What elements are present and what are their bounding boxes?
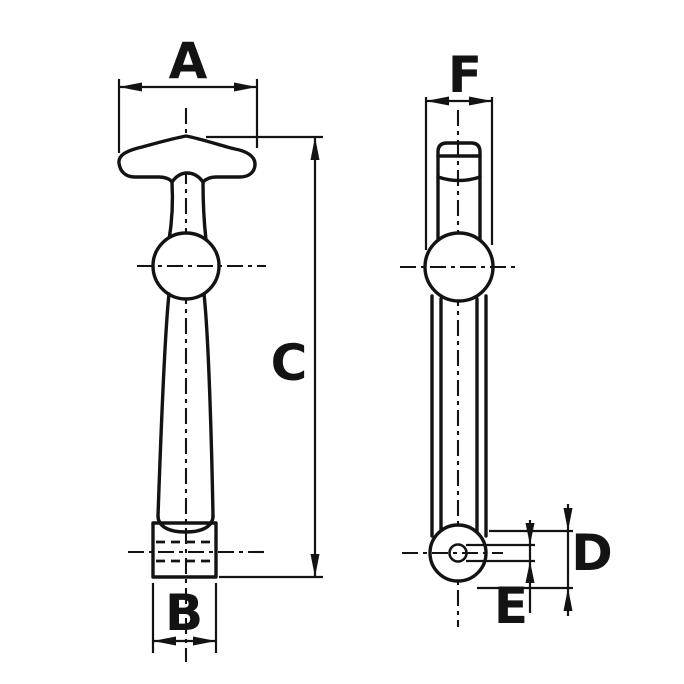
dim-f-arrow-right — [469, 96, 492, 106]
grip-underside-line — [436, 175, 482, 183]
dimension-b: B — [151, 583, 218, 653]
dimension-d: D — [477, 504, 613, 616]
dimension-label-b: B — [165, 584, 203, 642]
dim-e-arrow-bottom — [525, 561, 535, 583]
front-view — [117, 108, 266, 662]
side-view — [400, 110, 516, 627]
dimension-c: C — [206, 135, 323, 579]
dim-b-arrow-right — [193, 636, 216, 646]
dim-d-arrow-bottom — [563, 588, 573, 611]
dimension-label-d: D — [571, 524, 613, 582]
dim-a-arrow-right — [234, 82, 257, 92]
dimension-label-f: F — [448, 46, 482, 104]
dimension-a: A — [117, 32, 259, 153]
dim-a-arrow-left — [119, 82, 142, 92]
base-block — [151, 521, 218, 579]
dimension-label-c: C — [271, 334, 308, 392]
grip-side-outline — [436, 141, 482, 242]
dim-e-arrow-top — [525, 523, 535, 545]
dim-d-arrow-top — [563, 508, 573, 531]
dimension-label-a: A — [169, 32, 208, 90]
neck-right-edge — [201, 180, 208, 242]
dim-c-arrow-bottom — [310, 554, 320, 577]
dimension-f: F — [424, 46, 494, 250]
dimension-label-e: E — [494, 577, 528, 635]
t-handle-outline — [117, 134, 257, 184]
dim-f-arrow-left — [426, 96, 449, 106]
shank-right-edge — [202, 292, 215, 518]
neck-left-edge — [167, 180, 175, 242]
dim-b-arrow-left — [153, 636, 176, 646]
dimension-e: E — [466, 520, 535, 635]
shank-left-edge — [156, 292, 171, 518]
dim-c-arrow-top — [310, 137, 320, 160]
